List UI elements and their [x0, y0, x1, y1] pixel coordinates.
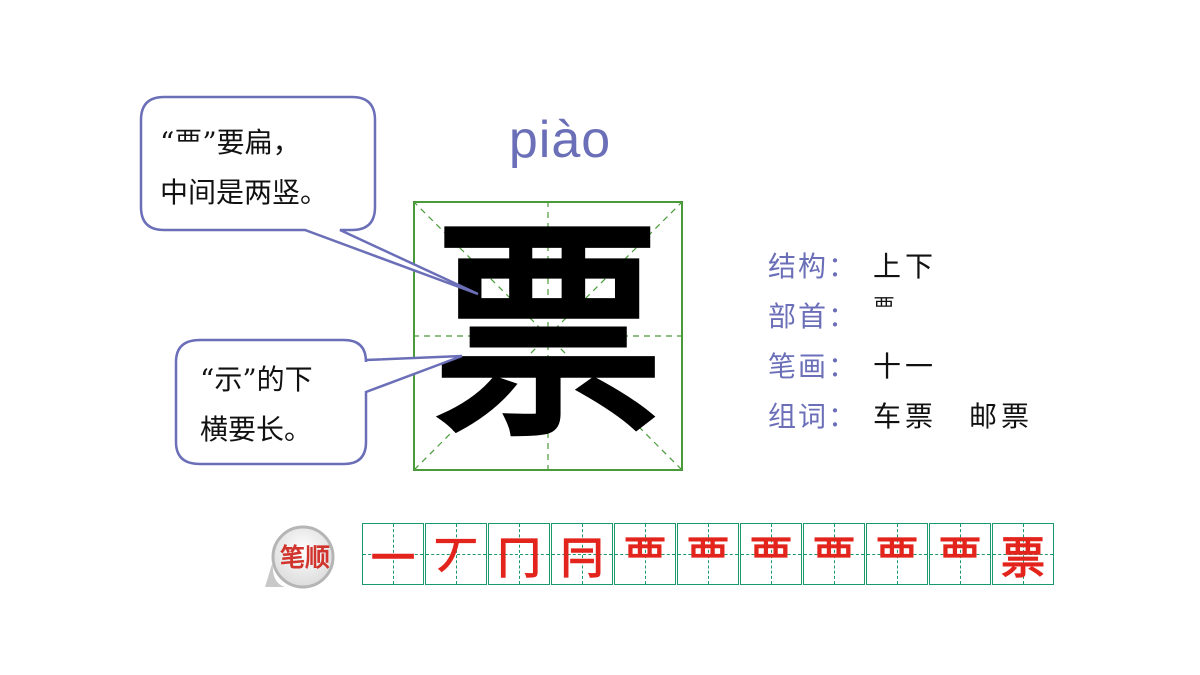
- stroke-step: 覀: [803, 523, 865, 585]
- tip-bottom-line2: 横要长。: [200, 413, 313, 446]
- stroke-step-char: 冂: [497, 533, 541, 584]
- info-words-value: 车票 邮票: [873, 400, 1034, 433]
- info-words: 组词： 车票 邮票: [768, 390, 1033, 440]
- pinyin-label: piào: [508, 111, 612, 169]
- stroke-step: 覀: [740, 523, 802, 585]
- main-character: 票: [432, 202, 663, 469]
- stroke-step-char: 冃: [560, 533, 604, 584]
- stroke-step-char: 覀: [623, 533, 667, 584]
- stroke-step: 丆: [425, 523, 487, 585]
- stroke-step-char: 覀: [686, 533, 730, 584]
- tip-top: “覀”要扁， 中间是两竖。: [160, 118, 360, 218]
- info-strokes-label: 笔画：: [768, 350, 859, 383]
- stroke-step: 票: [992, 523, 1054, 585]
- info-words-label: 组词：: [768, 400, 859, 433]
- tian-grid: [413, 201, 683, 471]
- stroke-step: 冂: [488, 523, 550, 585]
- info-radical-value: 覀: [873, 296, 900, 321]
- stroke-step-char: 覀: [812, 533, 856, 584]
- stroke-step-char: 覀: [749, 533, 793, 584]
- magnifier-icon: [265, 525, 335, 589]
- info-strokes: 笔画： 十一: [768, 340, 1033, 390]
- stroke-step-char: 覀: [938, 533, 982, 584]
- stroke-order-badge[interactable]: 笔顺: [279, 543, 330, 572]
- stroke-step-char: 覀: [875, 533, 919, 584]
- stroke-step-char: 丆: [434, 533, 478, 584]
- character-info: 结构： 上下 部首： 覀 笔画： 十一 组词： 车票 邮票: [768, 240, 1033, 440]
- info-structure: 结构： 上下: [768, 240, 1033, 290]
- info-strokes-value: 十一: [873, 350, 938, 383]
- stroke-step-char: 一: [371, 533, 415, 584]
- info-structure-label: 结构：: [768, 250, 859, 283]
- stroke-step: 覀: [677, 523, 739, 585]
- tip-top-line1: “覀”要扁，: [160, 126, 301, 159]
- stroke-step-char: 票: [1001, 533, 1045, 584]
- stroke-step: 覀: [866, 523, 928, 585]
- info-radical: 部首： 覀: [768, 290, 1033, 340]
- stroke-step: 覀: [614, 523, 676, 585]
- tip-bottom: “示”的下 横要长。: [200, 355, 360, 455]
- stroke-step: 覀: [929, 523, 991, 585]
- callout-bubble-top: [139, 95, 479, 296]
- stroke-order-strip: 一 丆 冂 冃 覀 覀 覀 覀 覀 覀 票: [362, 523, 1055, 585]
- info-structure-value: 上下: [873, 250, 938, 283]
- info-radical-label: 部首：: [768, 300, 859, 333]
- stroke-step: 冃: [551, 523, 613, 585]
- callout-bubble-bottom: [174, 338, 463, 466]
- tip-bottom-line1: “示”的下: [200, 363, 313, 396]
- tip-top-line2: 中间是两竖。: [160, 176, 329, 209]
- stroke-step: 一: [362, 523, 424, 585]
